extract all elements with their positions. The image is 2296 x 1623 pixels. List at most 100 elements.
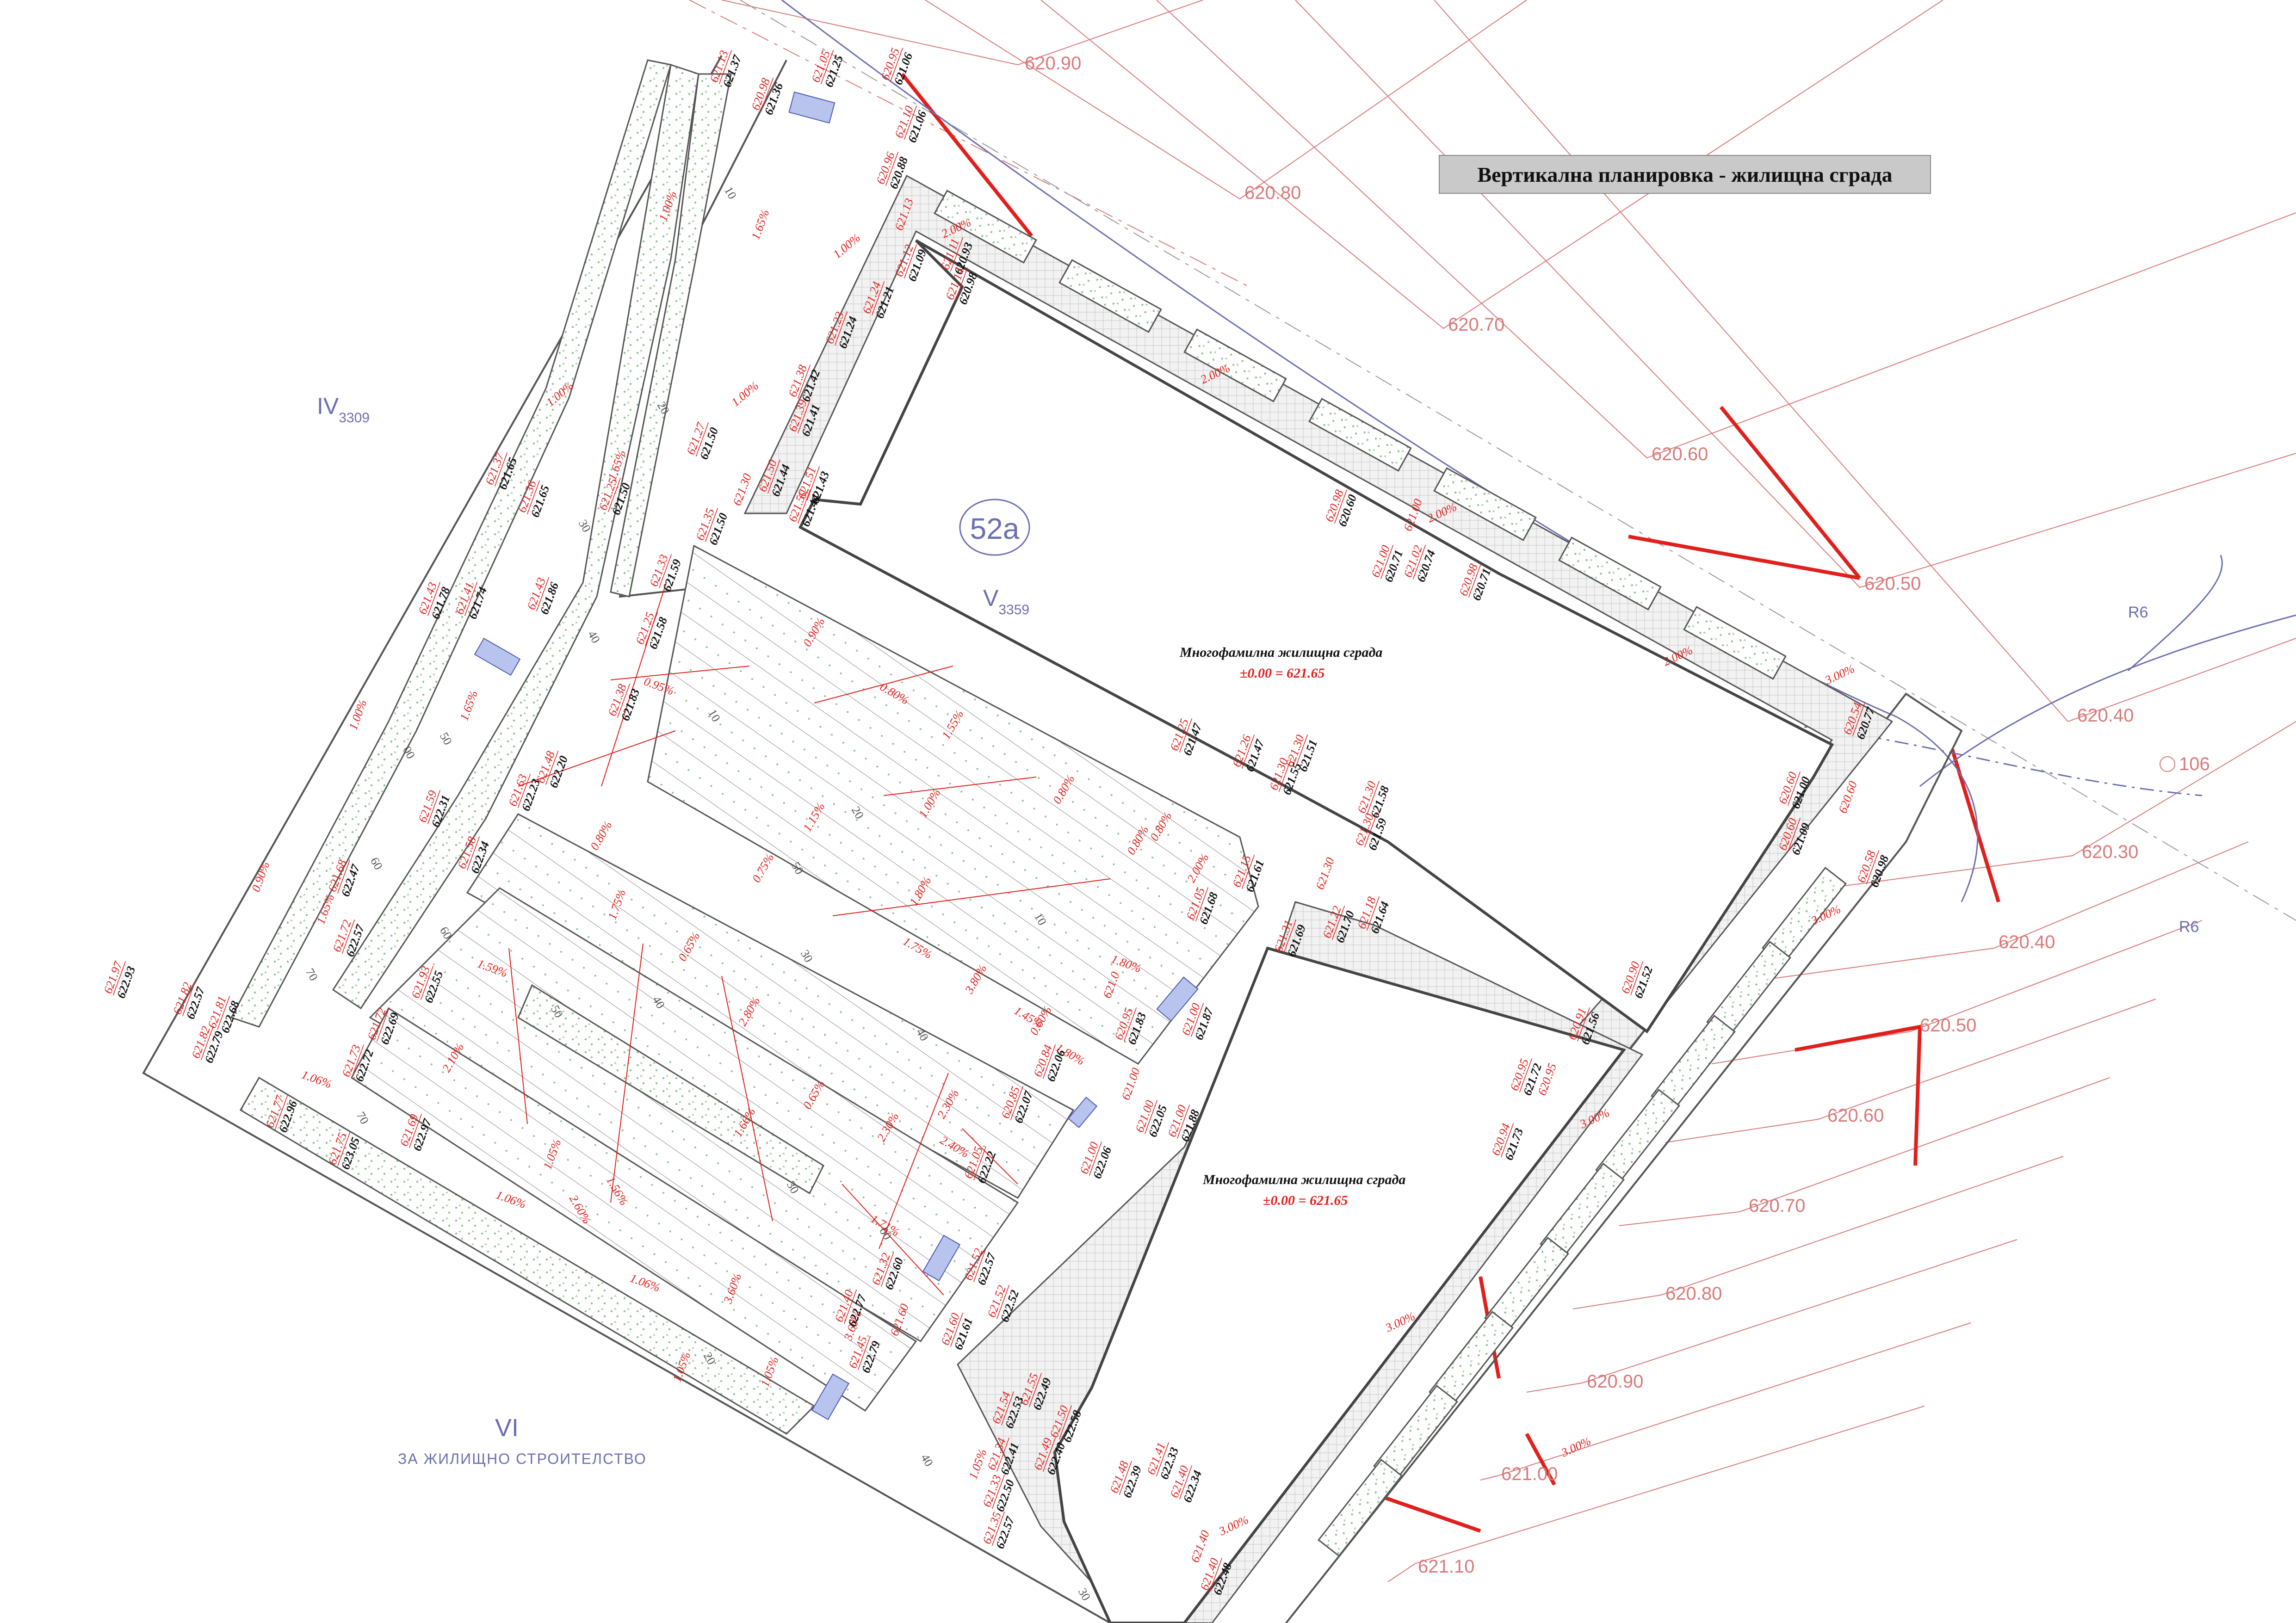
contour-label: 621.10 bbox=[1418, 1556, 1474, 1577]
breakline bbox=[1525, 1433, 1556, 1486]
contour-line bbox=[1295, 0, 2296, 588]
contour-label: 621.00 bbox=[1501, 1464, 1558, 1484]
contour-line bbox=[1758, 841, 2249, 981]
contour-line bbox=[1827, 721, 2296, 889]
slope-arrows bbox=[508, 582, 1111, 1296]
breakline bbox=[900, 73, 1034, 237]
svg-text:±0.00 = 621.65: ±0.00 = 621.65 bbox=[1240, 666, 1325, 681]
slope-label: 3.00% bbox=[1822, 662, 1857, 687]
chainage-label: 50 bbox=[437, 730, 455, 747]
svg-text:Многофамилна жилищна сграда: Многофамилна жилищна сграда bbox=[1179, 645, 1382, 660]
slope-arrow bbox=[883, 777, 1037, 796]
contour-line bbox=[1387, 1406, 1925, 1582]
slope-breaklines bbox=[900, 73, 2000, 1533]
slope-arrow bbox=[721, 975, 773, 1222]
contour-line bbox=[925, 0, 1527, 200]
slope-label: 3.00% bbox=[1559, 1434, 1593, 1460]
contour-line bbox=[1040, 0, 1943, 329]
slope-label: 1.00% bbox=[830, 231, 863, 261]
parcel-label-iv: IV3309 bbox=[317, 393, 370, 426]
hedge bbox=[1433, 467, 1537, 541]
slope-label: 1.00% bbox=[346, 698, 369, 732]
breakline bbox=[1950, 748, 2000, 903]
contour-label: 620.60 bbox=[1827, 1105, 1884, 1126]
slope-arrow bbox=[962, 1128, 1018, 1185]
slope-label: 1.05% bbox=[758, 1355, 781, 1388]
building-a-footprint bbox=[798, 239, 1834, 1034]
contour-label: 620.80 bbox=[1665, 1284, 1722, 1304]
hedge bbox=[1058, 259, 1162, 333]
road-labels: R6 R6 106 bbox=[2128, 604, 2210, 936]
contour-line bbox=[1711, 920, 2203, 1064]
hedge bbox=[1558, 537, 1662, 611]
design-level: 621.30 bbox=[1313, 856, 1337, 891]
contour-lines bbox=[689, 0, 2296, 1582]
svg-text:±0.00 = 621.65: ±0.00 = 621.65 bbox=[1263, 1193, 1348, 1208]
slope-arrow bbox=[842, 1184, 944, 1296]
slope-arrow bbox=[518, 730, 676, 787]
slope-label: 1.00% bbox=[729, 379, 761, 409]
contour-line bbox=[1665, 999, 2156, 1143]
slope-arrow bbox=[601, 582, 667, 787]
green-buffer bbox=[230, 59, 824, 1435]
parcel-badge-52a: 52а bbox=[959, 499, 1030, 556]
slope-label: 1.06% bbox=[494, 1188, 528, 1211]
chainage-label: 30 bbox=[1076, 1586, 1093, 1603]
contour-label: 620.60 bbox=[1652, 444, 1708, 464]
svg-text:Многофамилна жилищна сграда: Многофамилна жилищна сграда bbox=[1202, 1172, 1405, 1187]
spot-elevation: 621.00 bbox=[1119, 1066, 1143, 1102]
breakline bbox=[1628, 535, 1860, 580]
breakline bbox=[1795, 1024, 1922, 1166]
hedge bbox=[934, 190, 1037, 264]
svg-text:106: 106 bbox=[2179, 754, 2210, 774]
hedge bbox=[1183, 328, 1287, 402]
contour-label: 620.50 bbox=[1920, 1015, 1976, 1036]
chainage-label: 60 bbox=[368, 855, 385, 872]
chainage-label: 40 bbox=[585, 629, 603, 646]
contour-label: 620.90 bbox=[1587, 1371, 1643, 1392]
hedge bbox=[1308, 398, 1412, 472]
slope-arrow bbox=[508, 948, 528, 1124]
design-level: 621.00 bbox=[1119, 1066, 1143, 1102]
contour-line bbox=[721, 0, 1203, 66]
slope-arrow bbox=[610, 943, 644, 1203]
svg-text:R6: R6 bbox=[2128, 604, 2148, 621]
contour-line bbox=[1619, 1077, 2110, 1226]
building-b-footprint bbox=[1053, 946, 1627, 1623]
chainage-label: 30 bbox=[798, 948, 816, 965]
chainage-label: 70 bbox=[303, 966, 321, 983]
parcel-label-vi: VI bbox=[495, 1414, 519, 1442]
hedge bbox=[1318, 1458, 1403, 1557]
contour-line bbox=[1434, 0, 2296, 722]
contour-label: 620.80 bbox=[1244, 183, 1301, 203]
chainage-label: 70 bbox=[354, 1110, 371, 1127]
slope-arrow bbox=[814, 666, 953, 704]
slope-arrow bbox=[832, 878, 1111, 916]
slope-label: 3.80% bbox=[962, 962, 990, 996]
chainage-label: 40 bbox=[918, 1452, 936, 1469]
chainage-label: 10 bbox=[722, 185, 739, 202]
building-b-label: Многофамилна жилищна сграда ±0.00 = 621.… bbox=[1202, 1172, 1405, 1208]
contour-line bbox=[1526, 1239, 2018, 1393]
slope-label: 1.06% bbox=[300, 1068, 334, 1091]
contour-line bbox=[1572, 1156, 2064, 1309]
parcel-label-v: V3359 bbox=[983, 585, 1029, 617]
svg-text:R6: R6 bbox=[2179, 918, 2199, 936]
hedge bbox=[1683, 606, 1787, 680]
slope-label: 0.90% bbox=[249, 860, 272, 894]
